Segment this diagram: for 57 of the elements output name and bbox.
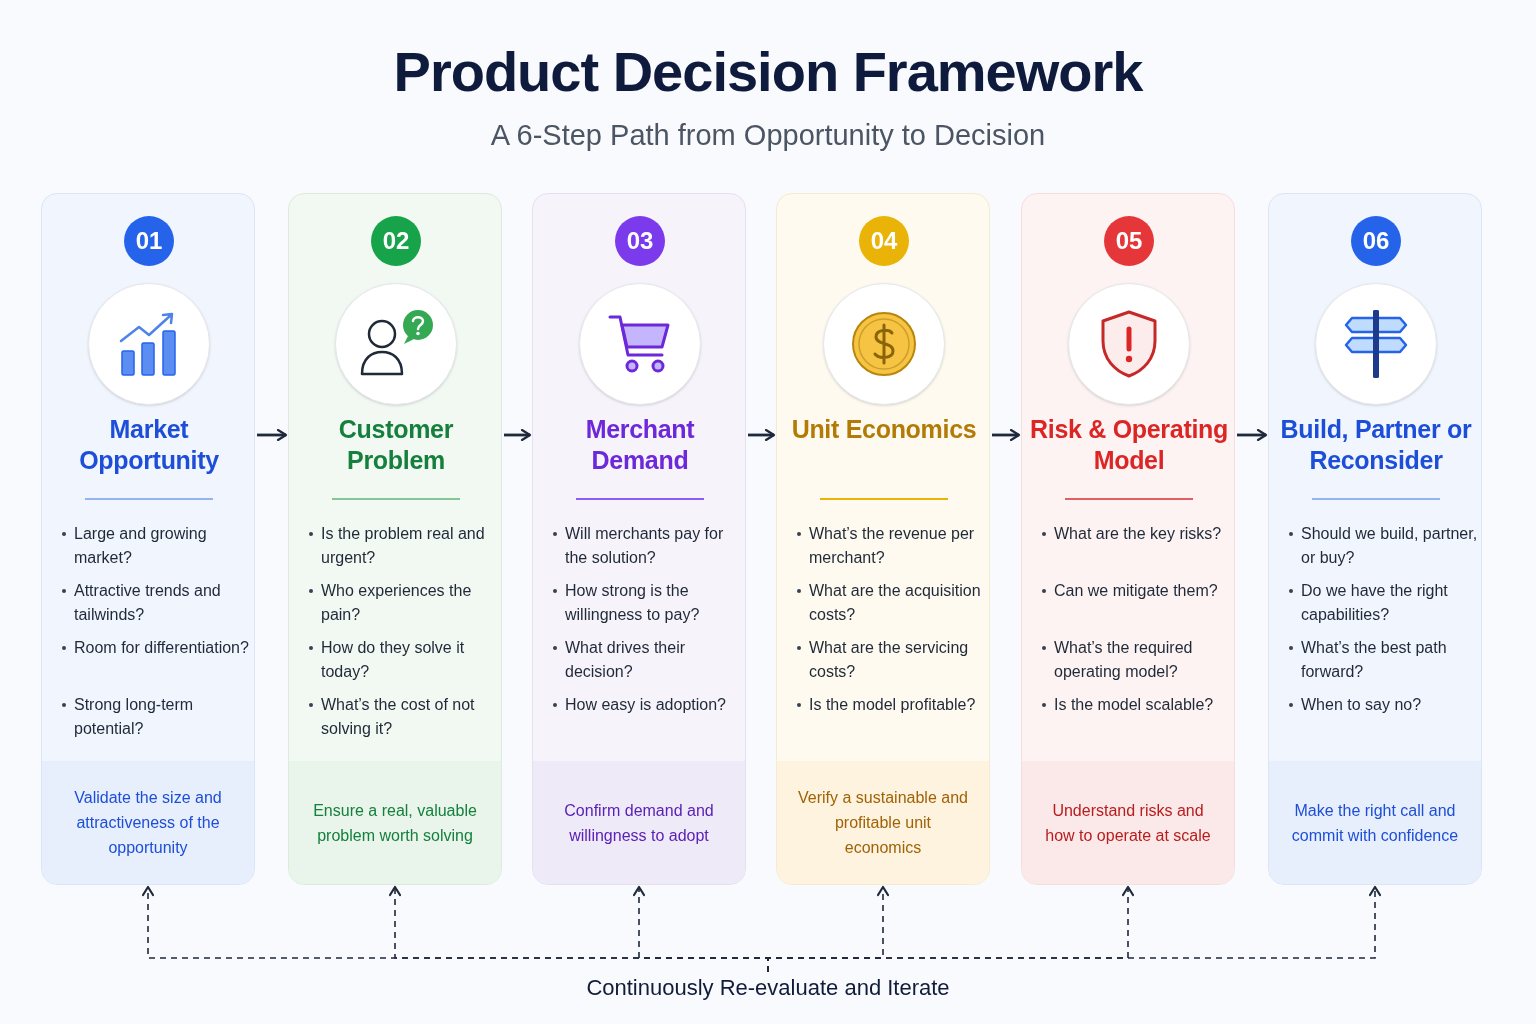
outcome-text: Ensure a real, valuable problem worth solving bbox=[312, 800, 478, 846]
step-number-badge: 04 bbox=[859, 216, 909, 266]
question-item: How do they solve it today? bbox=[321, 638, 466, 682]
step-number-badge: 06 bbox=[1351, 216, 1401, 266]
question-item: Is the model profitable? bbox=[809, 695, 976, 715]
flow-arrow bbox=[257, 428, 288, 442]
subtitle: A 6-Step Path from Opportunity to Decision bbox=[489, 118, 1047, 153]
page-title: Product Decision Framework bbox=[392, 39, 1144, 105]
question-item: Large and growing market? bbox=[74, 524, 208, 568]
question-item: Is the model scalable? bbox=[1054, 695, 1214, 715]
step-title: Merchant Demand bbox=[584, 414, 696, 476]
question-item: How easy is adoption? bbox=[565, 695, 726, 715]
step-card bbox=[288, 193, 502, 885]
question-item: What are the key risks? bbox=[1054, 524, 1222, 544]
step-title: Unit Economics bbox=[790, 414, 978, 445]
step-card bbox=[41, 193, 255, 885]
question-item: Is the problem real and urgent? bbox=[321, 524, 486, 568]
question-item: Strong long-term potential? bbox=[74, 695, 195, 739]
step-title: Customer Problem bbox=[337, 414, 455, 476]
question-item: Room for differentiation? bbox=[74, 638, 249, 658]
step-title: Build, Partner or Reconsider bbox=[1279, 414, 1473, 476]
loop-label: Continuously Re-evaluate and Iterate bbox=[518, 972, 1018, 1004]
outcome-text: Make the right call and commit with confidence bbox=[1290, 800, 1460, 846]
step-number-badge: 01 bbox=[124, 216, 174, 266]
flow-arrow bbox=[1237, 428, 1268, 442]
question-item: How strong is the willingness to pay? bbox=[565, 581, 701, 625]
step-card bbox=[776, 193, 990, 885]
step-card bbox=[1268, 193, 1482, 885]
step-card bbox=[532, 193, 746, 885]
question-item: What are the servicing costs? bbox=[809, 638, 970, 682]
question-item: What’s the best path forward? bbox=[1301, 638, 1448, 682]
outcome-text: Understand risks and how to operate at scale bbox=[1044, 800, 1212, 846]
flow-arrow bbox=[992, 428, 1021, 442]
flow-arrow bbox=[748, 428, 776, 442]
question-item: What drives their decision? bbox=[565, 638, 687, 682]
feedback-arrow bbox=[767, 885, 1382, 973]
question-item: What’s the revenue per merchant? bbox=[809, 524, 976, 568]
question-item: Can we mitigate them? bbox=[1054, 581, 1218, 601]
question-item: Do we have the right capabilities? bbox=[1301, 581, 1449, 625]
question-item: Attractive trends and tailwinds? bbox=[74, 581, 222, 625]
outcome-text: Validate the size and attractiveness of the opportunity bbox=[73, 788, 223, 858]
question-item: What’s the required operating model? bbox=[1054, 638, 1194, 682]
flow-arrow bbox=[504, 428, 532, 442]
step-title: Market Opportunity bbox=[78, 414, 220, 476]
step-card bbox=[1021, 193, 1235, 885]
question-item: When to say no? bbox=[1301, 695, 1422, 715]
step-number-badge: 02 bbox=[371, 216, 421, 266]
step-title: Risk & Operating Model bbox=[1029, 414, 1229, 476]
step-number-badge: 05 bbox=[1104, 216, 1154, 266]
question-item: Will merchants pay for the solution? bbox=[565, 524, 725, 568]
question-item: Who experiences the pain? bbox=[321, 581, 473, 625]
question-item: Should we build, partner, or buy? bbox=[1301, 524, 1479, 568]
outcome-text: Verify a sustainable and profitable unit economics bbox=[797, 788, 969, 858]
step-number-badge: 03 bbox=[615, 216, 665, 266]
outcome-text: Confirm demand and willingness to adopt bbox=[563, 800, 715, 846]
question-item: What are the acquisition costs? bbox=[809, 581, 982, 625]
question-item: What’s the cost of not solving it? bbox=[321, 695, 476, 739]
